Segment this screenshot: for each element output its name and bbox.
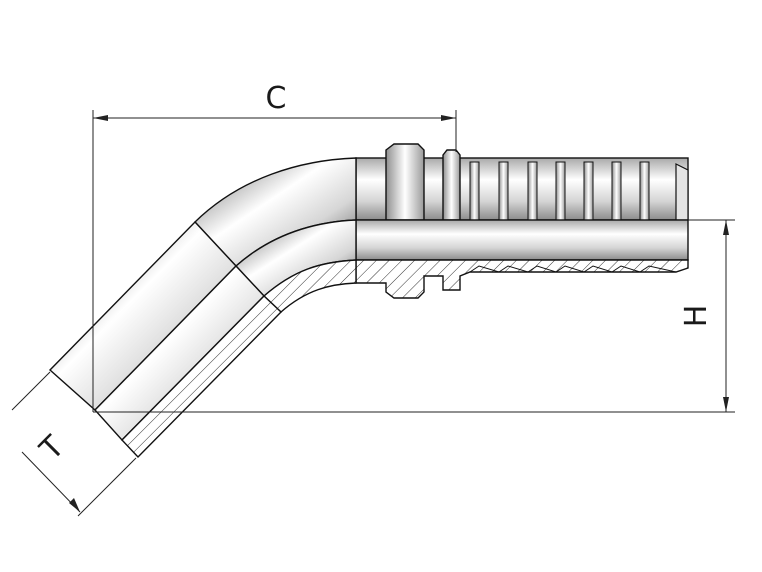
dimension-h: H (93, 219, 735, 413)
fitting-angled-leg (48, 220, 283, 459)
dimension-h-label: H (679, 305, 714, 328)
fitting-straight-body (355, 143, 689, 299)
section-wall-straight (355, 259, 689, 299)
dimension-c-label: C (266, 81, 287, 116)
dimension-t-label: T (33, 429, 72, 468)
dimension-c: C (92, 81, 457, 412)
